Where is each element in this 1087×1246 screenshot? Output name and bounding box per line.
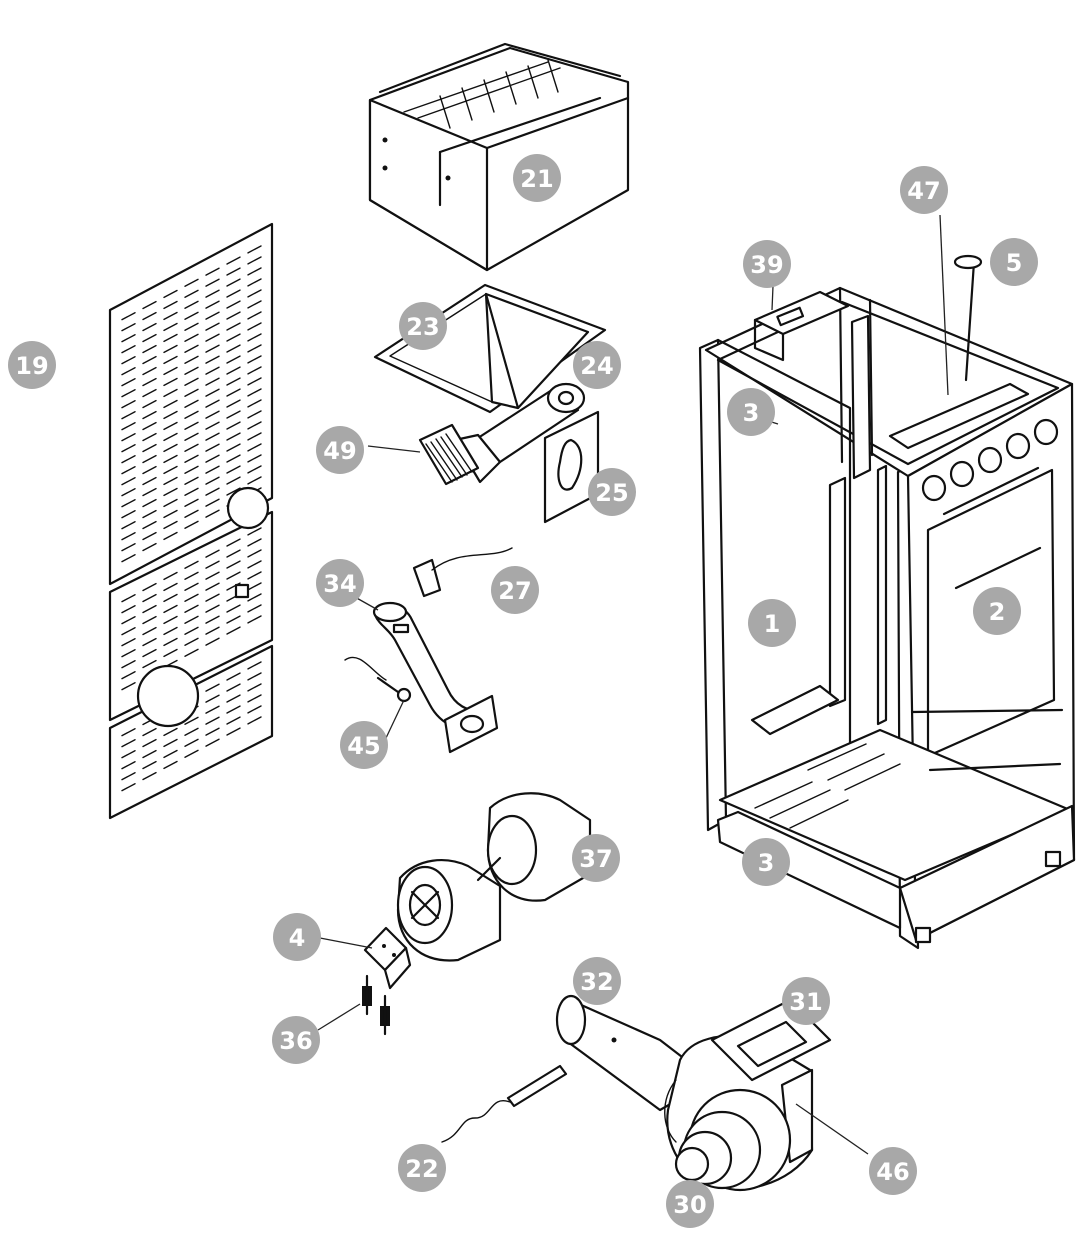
badge-circle: [727, 388, 775, 436]
auger-tube: [453, 382, 586, 484]
part-badge-p36: 36: [272, 1016, 320, 1064]
part-badge-p1: 1: [748, 599, 796, 647]
part-number-label: 2: [989, 598, 1006, 626]
part-badge-p49: 49: [316, 426, 364, 474]
badge-circle: [743, 240, 791, 288]
part-number-label: 3: [743, 399, 760, 427]
vibration-mounts: [362, 974, 390, 1036]
badge-circle: [666, 1180, 714, 1228]
part-badge-p2: 2: [973, 587, 1021, 635]
stove-frame: [698, 254, 1076, 950]
badge-circle: [973, 587, 1021, 635]
perforated-side-panels: [108, 222, 274, 820]
part-badge-p19: 19: [8, 341, 56, 389]
badge-circle: [869, 1147, 917, 1195]
badge-circle: [399, 302, 447, 350]
part-badge-p23: 23: [399, 302, 447, 350]
part-number-label: 21: [520, 165, 553, 193]
part-number-label: 46: [876, 1158, 909, 1186]
part-badge-p45: 45: [340, 721, 388, 769]
part-number-label: 22: [405, 1155, 438, 1183]
part-badge-p25: 25: [588, 468, 636, 516]
part-number-label: 45: [347, 732, 380, 760]
badge-circle: [316, 426, 364, 474]
combustion-fan-assembly: [555, 994, 832, 1192]
badge-circle: [573, 957, 621, 1005]
part-badge-p37: 37: [572, 834, 620, 882]
room-blower: [396, 792, 592, 962]
part-number-label: 25: [595, 479, 628, 507]
part-badge-p21: 21: [513, 154, 561, 202]
auger-motor: [418, 423, 480, 486]
part-number-label: 3: [758, 849, 775, 877]
badge-circle: [8, 341, 56, 389]
part-number-label: 5: [1006, 249, 1023, 277]
hopper-box: [368, 42, 630, 272]
part-number-label: 39: [750, 251, 783, 279]
part-badge-p46: 46: [869, 1147, 917, 1195]
part-number-label: 36: [279, 1027, 312, 1055]
part-badge-p24: 24: [573, 341, 621, 389]
part-number-label: 19: [15, 352, 48, 380]
badge-circle: [316, 559, 364, 607]
part-number-label: 27: [498, 577, 531, 605]
part-badge-p31: 31: [782, 977, 830, 1025]
badge-circle: [572, 834, 620, 882]
part-number-label: 30: [673, 1191, 706, 1219]
part-number-label: 24: [580, 352, 613, 380]
part-number-label: 47: [907, 177, 940, 205]
part-number-label: 37: [579, 845, 612, 873]
part-badge-p39: 39: [743, 240, 791, 288]
part-number-label: 32: [580, 968, 613, 996]
part-number-label: 1: [764, 610, 781, 638]
igniter: [441, 1064, 568, 1143]
part-badge-p34: 34: [316, 559, 364, 607]
part-badge-p3b: 3: [742, 838, 790, 886]
temperature-sensor: [412, 547, 513, 598]
part-badge-p47: 47: [900, 166, 948, 214]
part-badge-p27: 27: [491, 566, 539, 614]
badge-circle: [742, 838, 790, 886]
part-badge-p22: 22: [398, 1144, 446, 1192]
badge-circle: [272, 1016, 320, 1064]
badge-circle: [900, 166, 948, 214]
badge-circle: [588, 468, 636, 516]
part-number-label: 31: [789, 988, 822, 1016]
badge-circle: [782, 977, 830, 1025]
badge-circle: [340, 721, 388, 769]
mounting-bracket: [363, 926, 412, 990]
badge-circle: [273, 913, 321, 961]
part-number-label: 23: [406, 313, 439, 341]
part-badge-p30: 30: [666, 1180, 714, 1228]
part-number-label: 34: [323, 570, 356, 598]
badge-circle: [513, 154, 561, 202]
badge-circle: [990, 238, 1038, 286]
badge-circle: [398, 1144, 446, 1192]
badge-circle: [748, 599, 796, 647]
part-badge-p3a: 3: [727, 388, 775, 436]
part-number-label: 49: [323, 437, 356, 465]
gasket-plate: [543, 410, 600, 524]
part-badge-p5: 5: [990, 238, 1038, 286]
part-badge-p32: 32: [573, 957, 621, 1005]
hopper-funnel: [373, 283, 607, 414]
badge-circle: [573, 341, 621, 389]
flue-duct: [372, 601, 499, 754]
part-number-label: 4: [289, 924, 306, 952]
probe-sensor: [344, 656, 412, 703]
part-badge-p4: 4: [273, 913, 321, 961]
leader-lines: [317, 214, 949, 1155]
badge-circle: [491, 566, 539, 614]
